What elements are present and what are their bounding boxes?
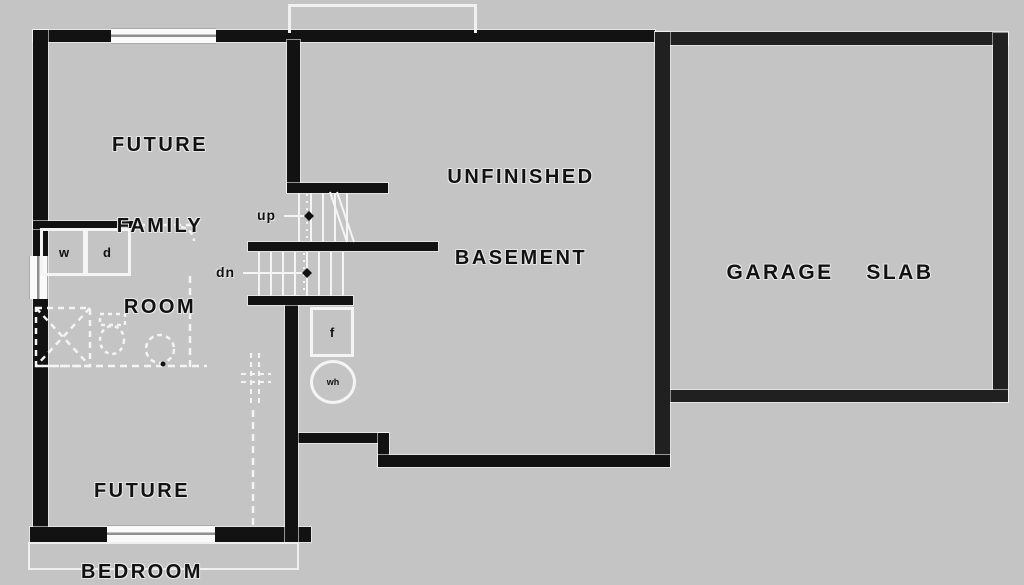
wall-stair-north-vertical [287,40,300,192]
bedroom-line1: FUTURE [93,480,191,502]
bedroom-label: FUTURE BEDROOM [42,424,242,585]
basement-label: UNFINISHED BASEMENT [421,110,621,326]
water-heater-circle: wh [310,360,356,404]
plumbing-cross-horizontal [241,373,271,383]
wall-basement-garage-divider [655,32,670,466]
garage-line1: GARAGE SLAB [726,261,934,284]
family-room-label: FUTURE FAMILY ROOM [60,78,260,375]
stairs-up-label: up [257,207,277,223]
family-room-line3: ROOM [123,296,197,318]
stair-treads-down [248,252,348,296]
stair-treads-up [288,193,348,242]
wall-basement-bottom-lower [378,455,670,467]
window-left-wall [29,256,48,299]
wall-laundry [33,221,136,229]
garage-label: GARAGE SLAB [700,205,960,340]
wall-stair-middle [248,242,438,251]
bay-outline-top [288,4,477,33]
wall-top-garage [655,32,1008,45]
dryer-box: d [83,228,131,276]
wall-bottom-garage [666,390,1008,402]
wall-right-garage [993,33,1008,402]
washer-box: w [40,228,88,276]
window-family-room-top [111,28,216,44]
basement-line1: UNFINISHED [447,166,595,188]
wall-stair-south [248,296,353,305]
wall-bedroom-east [285,296,298,542]
water-heater-label: wh [326,377,340,387]
basement-line2: BASEMENT [454,247,588,269]
dryer-label: d [103,244,111,260]
stairs-down-label: dn [216,264,236,280]
bedroom-line2: BEDROOM [81,561,203,583]
wall-basement-bottom-upper [296,433,388,443]
window-bedroom-bottom [107,525,215,543]
stoop-outline-bottom [28,542,299,570]
furnace-box: f [310,307,354,357]
washer-label: w [58,244,70,260]
furnace-label: f [329,324,335,340]
family-room-line2: FAMILY [116,215,204,237]
wall-basement-bottom-step [378,433,389,466]
wall-stair-north-horizontal [287,183,388,193]
family-room-line1: FUTURE [111,134,209,156]
